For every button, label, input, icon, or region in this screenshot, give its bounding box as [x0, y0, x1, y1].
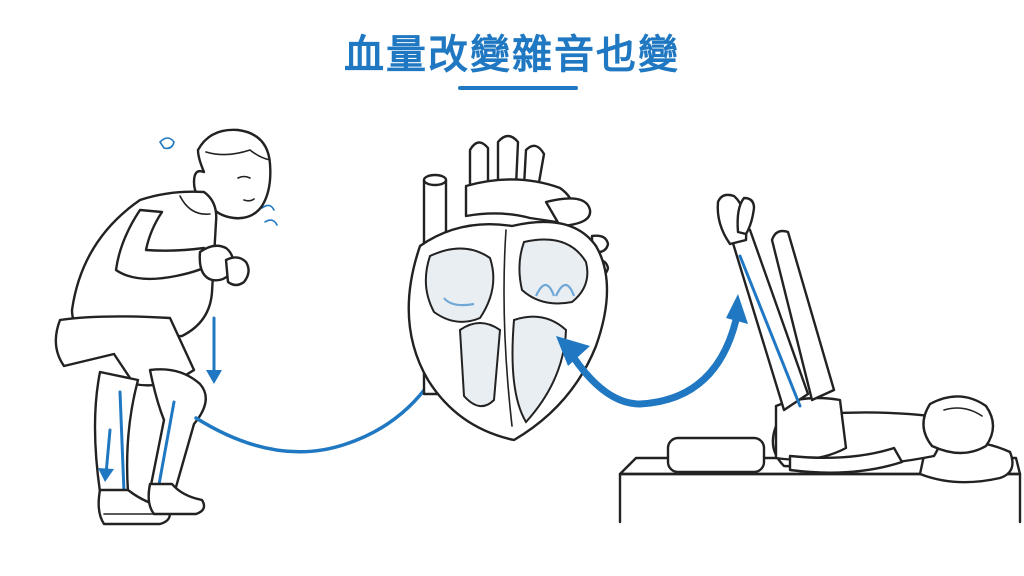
venous-return-arrow-to-heart	[556, 294, 748, 408]
heart-cross-section-icon	[407, 134, 610, 442]
title-underline	[458, 86, 578, 90]
blood-flow-arrow-to-heart	[194, 354, 448, 454]
squatting-person-icon	[54, 128, 278, 526]
lying-leg-raise-person-icon	[618, 193, 1022, 524]
page-title: 血量改變雜音也變	[344, 32, 680, 78]
